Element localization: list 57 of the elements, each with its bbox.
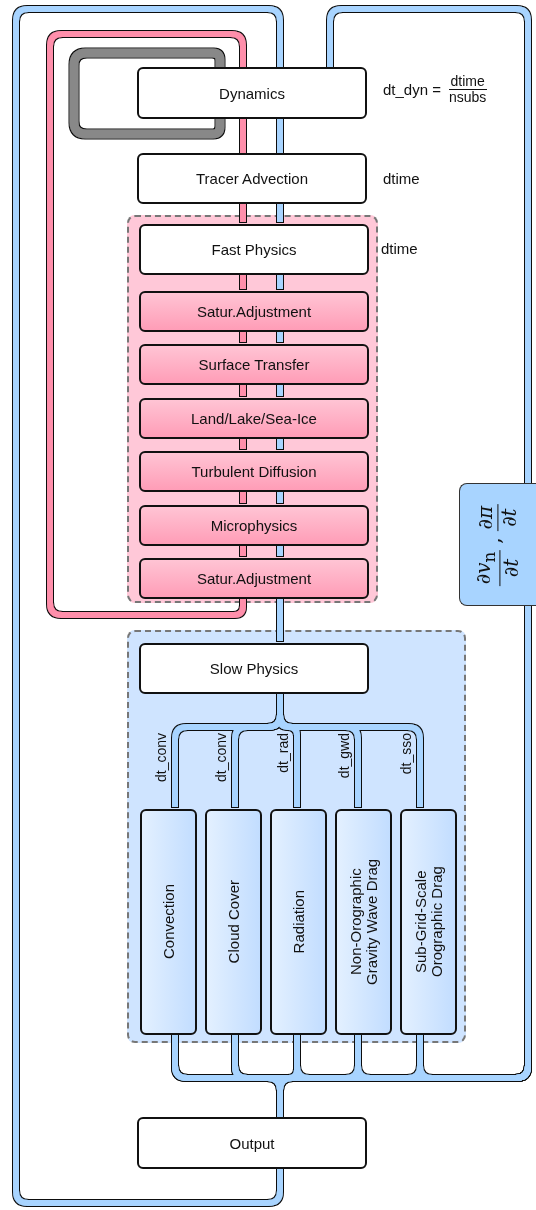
process-box — [205, 809, 262, 1035]
box-label: Convection — [160, 884, 177, 960]
process-box — [139, 398, 369, 439]
fraction-numerator: ∂π — [474, 503, 499, 531]
process-box — [139, 643, 369, 694]
box-label: Microphysics — [210, 517, 298, 534]
box-label: Satur.Adjustment — [196, 303, 312, 320]
group-panel — [127, 630, 466, 1043]
box-label: Sub-Grid-Scale Orographic Drag — [412, 865, 445, 980]
process-box — [139, 291, 369, 332]
process-box — [139, 505, 369, 546]
timestep-label: dtime — [381, 240, 418, 257]
process-box — [140, 809, 197, 1035]
group-panel — [127, 215, 378, 603]
process-box — [139, 558, 369, 599]
process-box — [137, 67, 367, 119]
process-box — [335, 809, 392, 1035]
box-label: Non-Orographic Gravity Wave Drag — [347, 857, 380, 988]
pipe — [240, 119, 246, 153]
timestep-label: dtime — [383, 170, 420, 187]
box-label: Turbulent Diffusion — [191, 463, 317, 480]
edge-label: dt_rad — [275, 733, 291, 773]
equation-box — [459, 483, 536, 606]
process-box — [139, 451, 369, 492]
process-box — [139, 344, 369, 385]
box-label: Cloud Cover — [225, 880, 242, 964]
pipe — [327, 6, 531, 483]
fraction-denominator: ∂t — [498, 506, 522, 529]
box-label: Dynamics — [219, 84, 285, 102]
edge-label: dt_conv — [213, 733, 229, 783]
timestep-label: dt_dyn = — [383, 81, 441, 99]
box-label: Radiation — [290, 890, 307, 954]
pipe — [240, 204, 246, 222]
process-box — [137, 153, 367, 204]
edge-label: dt_sso — [398, 733, 414, 775]
box-label: Land/Lake/Sea-Ice — [191, 410, 317, 427]
box-label: Tracer Advection — [196, 170, 308, 187]
box-label: Slow Physics — [209, 660, 299, 677]
pipe — [417, 606, 531, 1081]
fraction-denominator: ∂t — [500, 557, 524, 579]
fraction-numerator: dtime — [448, 74, 487, 91]
pipe — [47, 31, 246, 618]
box-label: Output — [229, 1134, 275, 1152]
comma: , — [481, 536, 506, 544]
box-label: Fast Physics — [211, 241, 297, 258]
pipe — [277, 119, 283, 153]
fraction-denominator: nsubs — [447, 90, 488, 106]
process-box — [270, 809, 327, 1035]
box-label: Surface Transfer — [198, 356, 310, 373]
pipe — [69, 48, 225, 139]
edge-label: dt_gwd — [336, 733, 352, 779]
pipe — [277, 204, 283, 222]
box-label: Satur.Adjustment — [196, 570, 312, 587]
process-box — [139, 224, 369, 275]
process-box — [137, 1117, 367, 1169]
process-box — [400, 809, 457, 1035]
edge-label: dt_conv — [153, 733, 169, 783]
